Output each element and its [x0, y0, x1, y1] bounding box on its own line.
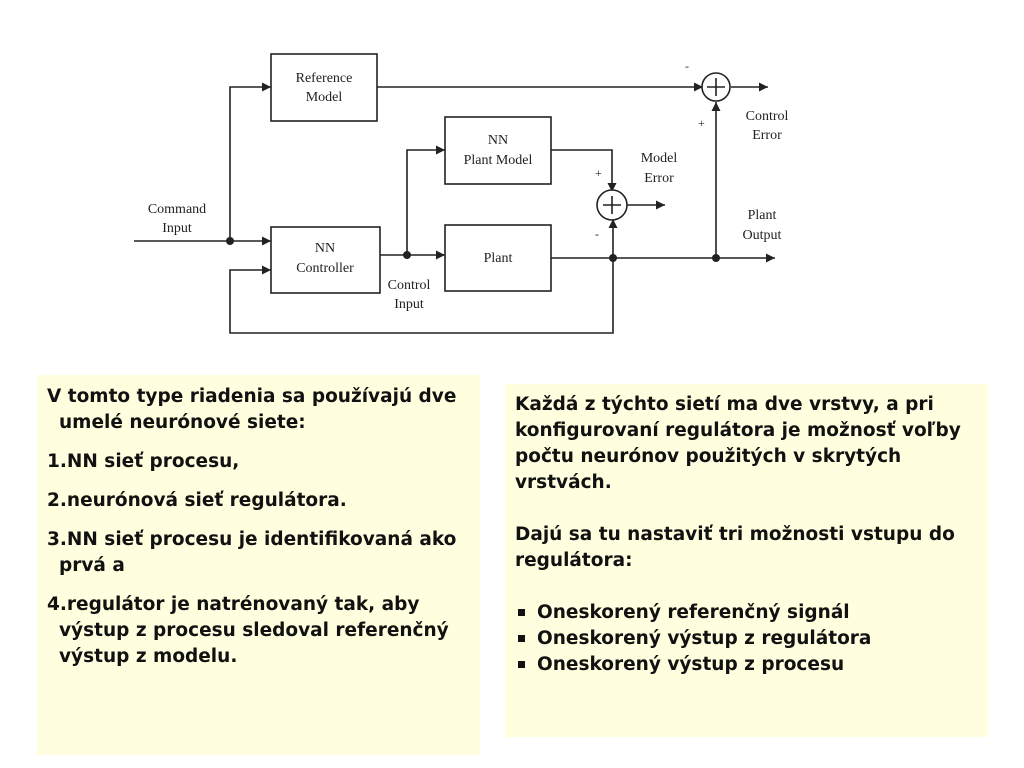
control-error-label-2: Error: [752, 128, 782, 143]
left-item-1: 1.NN sieť procesu,: [47, 451, 240, 472]
control-summer-plus-sign: +: [698, 116, 705, 130]
right-paragraph-1: Každá z týchto sietí ma dve vrstvy, a pr…: [515, 394, 961, 493]
right-text-box: Každá z týchto sietí ma dve vrstvy, a pr…: [505, 384, 988, 737]
reference-model-block: [270, 53, 378, 122]
right-paragraph-2: Dajú sa tu nastaviť tri možnosti vstupu …: [515, 524, 955, 571]
control-error-label-1: Control: [746, 109, 789, 124]
plant-output-label-1: Plant: [748, 208, 777, 223]
model-summer-minus-sign: -: [595, 227, 599, 241]
left-item-4: 4.regulátor je natrénovaný tak, aby výst…: [47, 594, 449, 667]
model-summer-plus-sign: +: [595, 166, 602, 180]
plant-model-output-line: [551, 149, 617, 192]
input-options-list: Oneskorený referenčný signál Oneskorený …: [515, 600, 980, 678]
model-error-summer: [596, 189, 628, 221]
reference-model-label-2: Model: [306, 90, 343, 105]
command-junction-dot: [226, 237, 234, 245]
nn-controller-label-1: NN: [315, 241, 335, 256]
plant-label: Plant: [484, 251, 513, 266]
plant-output-junction-dot: [609, 254, 617, 262]
input-option-1: Oneskorený referenčný signál: [515, 600, 980, 626]
command-input-label-1: Command: [148, 202, 206, 217]
nn-controller-block: [270, 226, 381, 294]
control-input-label-1: Control: [388, 278, 431, 293]
plant-output-junction-dot-2: [712, 254, 720, 262]
reference-model-label-1: Reference: [296, 71, 353, 86]
nn-plant-model-label-2: Plant Model: [464, 153, 533, 168]
left-text-box: V tomto type riadenia sa používajú dve u…: [37, 375, 480, 755]
input-option-2: Oneskorený výstup z regulátora: [515, 626, 980, 652]
nn-controller-label-2: Controller: [296, 261, 354, 276]
control-error-summer: [701, 72, 731, 102]
left-item-3: 3.NN sieť procesu je identifikovaná ako …: [47, 529, 457, 576]
nn-plant-model-label-1: NN: [488, 133, 508, 148]
feedback-line: [229, 258, 614, 334]
nn-plant-model-block: [444, 116, 552, 185]
plant-output-label-2: Output: [743, 228, 782, 243]
model-error-label-1: Model: [641, 151, 678, 166]
plant-block: [444, 224, 552, 292]
left-intro-text: V tomto type riadenia sa používajú dve u…: [47, 386, 457, 433]
command-input-label-2: Input: [162, 221, 192, 236]
control-to-plant-model-line: [406, 145, 445, 255]
control-summer-minus-sign: -: [685, 59, 689, 73]
command-to-reference-line: [229, 82, 271, 241]
block-diagram: Reference Model NN Plant Model NN Contro…: [134, 53, 789, 334]
left-item-2: 2.neurónová sieť regulátora.: [47, 490, 347, 511]
control-junction-dot: [403, 251, 411, 259]
input-option-3: Oneskorený výstup z procesu: [515, 652, 980, 678]
model-error-label-2: Error: [644, 171, 674, 186]
control-input-label-2: Input: [394, 297, 424, 312]
